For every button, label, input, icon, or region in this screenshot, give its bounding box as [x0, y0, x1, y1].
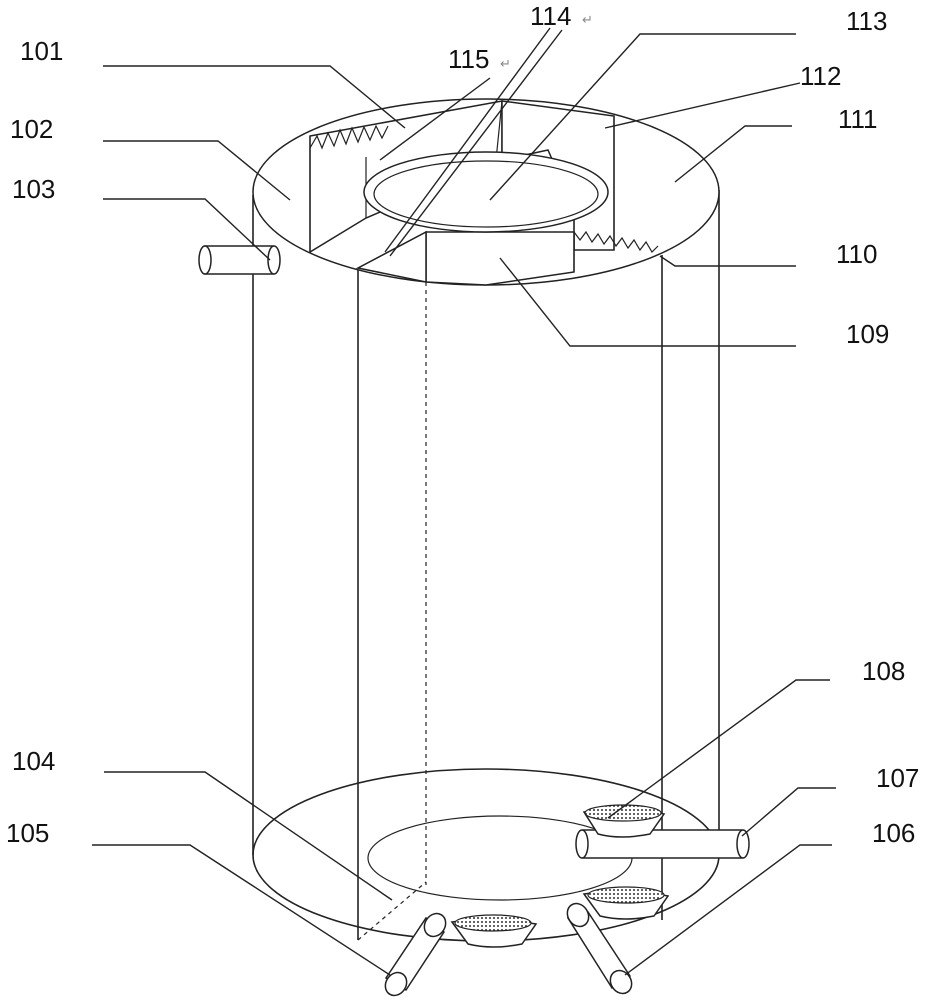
aerator-bottom — [450, 914, 538, 948]
label-107: 107 — [876, 763, 919, 793]
outlet-pipe-left — [384, 912, 447, 997]
return-mark-114: ↵ — [582, 12, 593, 27]
top-plate — [252, 98, 720, 286]
label-110: 110 — [836, 239, 877, 269]
aerator-right — [582, 886, 670, 920]
label-113: 113 — [846, 6, 887, 36]
label-102: 102 — [10, 114, 53, 144]
return-mark-115: ↵ — [500, 56, 511, 71]
outlet-pipe-right — [566, 902, 633, 995]
leader-lines — [92, 27, 836, 976]
aerator-top — [582, 804, 666, 838]
labels: 101 102 103 115 ↵ 114 ↵ 113 112 111 110 … — [6, 1, 919, 848]
label-112: 112 — [800, 61, 841, 91]
label-111: 111 — [838, 104, 878, 134]
label-114: 114 — [530, 1, 571, 31]
label-115: 115 — [448, 44, 489, 74]
label-108: 108 — [862, 656, 905, 686]
label-104: 104 — [12, 746, 55, 776]
inlet-pipe — [198, 245, 281, 275]
label-103: 103 — [12, 174, 55, 204]
label-101: 101 — [20, 36, 63, 66]
label-106: 106 — [872, 818, 915, 848]
label-105: 105 — [6, 818, 49, 848]
inner-walls — [357, 255, 663, 941]
label-109: 109 — [846, 319, 889, 349]
outer-cylinder — [252, 190, 720, 855]
